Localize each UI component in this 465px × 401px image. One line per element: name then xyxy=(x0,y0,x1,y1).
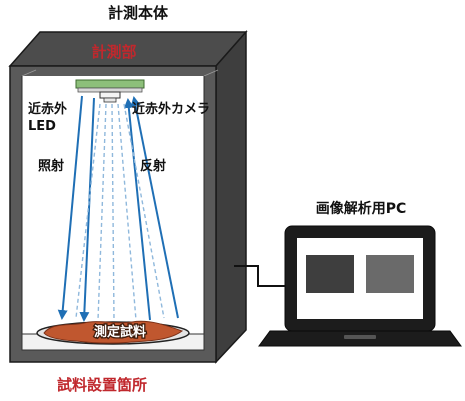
irradiation-arrow xyxy=(79,97,95,322)
body-title: 計測本体 xyxy=(108,4,169,22)
analysis-image-right xyxy=(366,255,414,293)
measurement-unit xyxy=(75,79,145,103)
sample-tray xyxy=(21,320,205,351)
sample-label: 測定試料 xyxy=(94,324,146,340)
camera-label: 近赤外カメラ xyxy=(132,101,210,117)
unit-title: 計測部 xyxy=(91,43,136,61)
laptop-touchpad xyxy=(344,335,376,339)
reflection-beams xyxy=(123,96,179,321)
irradiation-label: 照射 xyxy=(38,158,64,174)
sample-location-label: 試料設置箇所 xyxy=(57,376,147,394)
camera-lens xyxy=(103,97,117,103)
sample xyxy=(43,320,184,344)
irradiation-arrow xyxy=(57,95,83,320)
reflection-label: 反射 xyxy=(140,158,166,174)
reflection-arrow xyxy=(130,96,179,319)
led-label-line2: LED xyxy=(28,119,56,134)
connection-cable xyxy=(234,265,286,287)
led-label-line1: 近赤外 xyxy=(28,101,67,117)
camera-body xyxy=(99,91,121,99)
led-board xyxy=(75,79,145,89)
analysis-image-left xyxy=(306,255,354,293)
reflection-arrow xyxy=(123,98,151,321)
analysis-laptop xyxy=(258,225,462,347)
pc-title: 画像解析用PC xyxy=(316,200,407,217)
scattered-light xyxy=(75,103,165,321)
irradiation-beams xyxy=(57,95,95,322)
measurement-body-enclosure xyxy=(8,30,248,364)
